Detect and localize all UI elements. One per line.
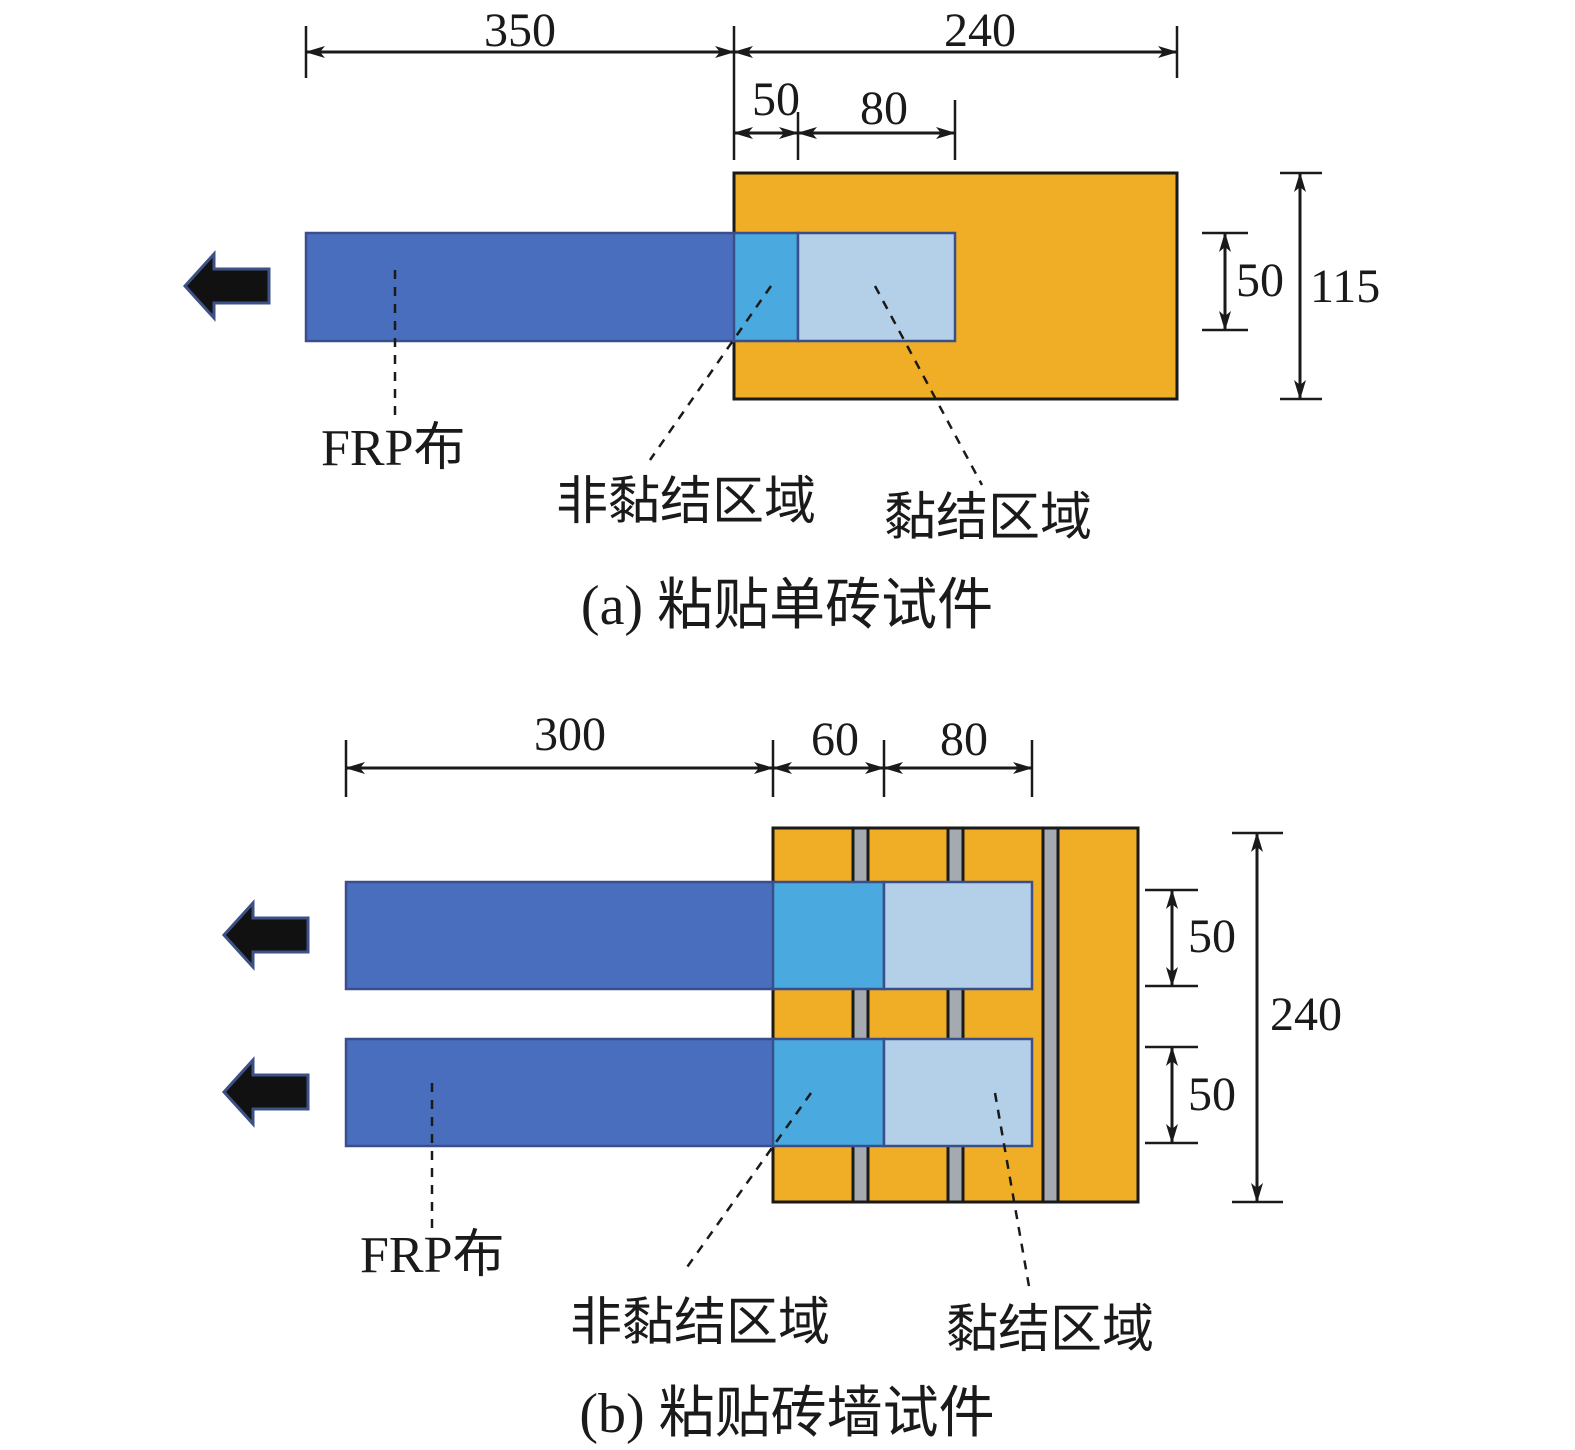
dim-frp-width-b-upper: 50 [1188, 910, 1236, 963]
dim-frp-width-b-lower: 50 [1188, 1068, 1236, 1121]
frp-strip-b-lower [344, 1037, 777, 1148]
pull-arrow-icon [182, 250, 271, 322]
label-frp-a: FRP布 [321, 420, 466, 477]
label-unbonded-a: 非黏结区域 [556, 474, 816, 531]
dim-wall-height-b: 240 [1270, 988, 1342, 1041]
dim-frp-length-b: 300 [534, 708, 606, 761]
bonded-zone-b-upper [882, 880, 1034, 991]
dim-unbonded-length-b: 60 [811, 713, 859, 766]
dim-frp-width-a: 50 [1236, 254, 1284, 307]
label-bonded-b: 黏结区域 [946, 1302, 1154, 1359]
brick-b [1056, 826, 1140, 1204]
pull-arrow-icon [221, 1056, 310, 1128]
frp-strip-b-upper [344, 880, 777, 991]
label-unbonded-b: 非黏结区域 [570, 1295, 830, 1352]
dim-frp-length-a: 350 [484, 4, 556, 57]
unbonded-zone-b-lower [771, 1037, 886, 1148]
caption-a: (a) 粘贴单砖试件 [581, 575, 993, 637]
pull-arrow-icon [221, 899, 310, 971]
dim-bonded-length-a: 80 [860, 82, 908, 135]
leader-bonded-a [873, 285, 984, 486]
unbonded-zone-b-upper [771, 880, 886, 991]
label-frp-b: FRP布 [360, 1227, 505, 1284]
dim-brick-length-a: 240 [944, 4, 1016, 57]
mortar-joint [1041, 826, 1060, 1204]
panel-b: 300 60 80 50 50 240 FRP布 非黏结区域 黏结区域 (b) … [221, 708, 1342, 1445]
bonded-zone-b-lower [882, 1037, 1034, 1148]
caption-b: (b) 粘贴砖墙试件 [579, 1383, 994, 1445]
dim-brick-height-a: 115 [1310, 260, 1380, 313]
leader-unbonded-a [648, 285, 773, 461]
frp-strip-a [304, 231, 738, 343]
dim-bonded-length-b: 80 [940, 713, 988, 766]
panel-a: 350 240 50 80 50 115 FRP布 非黏结区域 黏结区域 (a)… [182, 4, 1380, 637]
label-bonded-a: 黏结区域 [884, 490, 1092, 547]
unbonded-zone-a [732, 231, 800, 343]
dim-unbonded-length-a: 50 [752, 73, 800, 126]
leader-unbonded-b [683, 1092, 813, 1271]
